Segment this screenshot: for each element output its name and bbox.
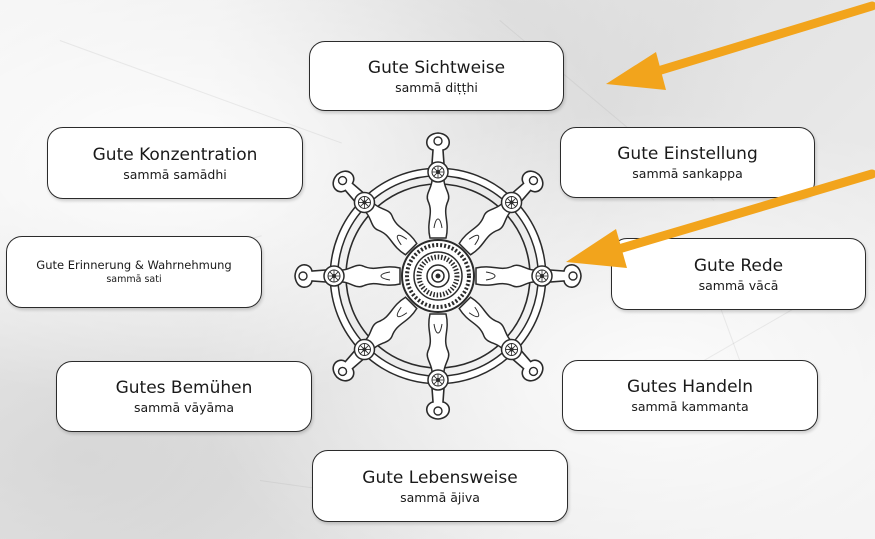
- path-title: Gute Rede: [693, 255, 784, 276]
- path-pali: sammā sati: [106, 274, 162, 285]
- path-pali: sammā diṭṭhi: [395, 79, 478, 95]
- path-box-mindfulness: Gute Erinnerung & Wahrnehmung sammā sati: [6, 236, 262, 308]
- dharma-wheel-icon: [294, 132, 582, 420]
- path-pali: sammā vāyāma: [133, 400, 235, 415]
- path-title: Gute Konzentration: [92, 144, 258, 165]
- path-pali: sammā kammanta: [631, 399, 749, 414]
- path-title: Gute Sichtweise: [367, 57, 506, 78]
- path-title: Gute Erinnerung & Wahrnehmung: [36, 258, 232, 272]
- path-pali: sammā ājiva: [400, 489, 480, 505]
- arrow-icon: [606, 1, 875, 90]
- path-pali: sammā vācā: [698, 277, 779, 293]
- path-box-effort: Gutes Bemühen sammā vāyāma: [56, 361, 312, 432]
- path-title: Gutes Bemühen: [115, 378, 253, 398]
- path-title: Gute Lebensweise: [362, 467, 518, 488]
- path-title: Gute Einstellung: [617, 144, 758, 164]
- path-title: Gutes Handeln: [626, 377, 754, 397]
- path-box-action: Gutes Handeln sammā kammanta: [562, 360, 818, 431]
- arrow-icon: [566, 169, 875, 268]
- path-box-livelihood: Gute Lebensweise sammā ājiva: [312, 450, 568, 522]
- path-pali: sammā sankappa: [632, 166, 743, 181]
- path-pali: sammā samādhi: [123, 166, 227, 182]
- path-box-speech: Gute Rede sammā vācā: [611, 238, 866, 310]
- path-box-intention: Gute Einstellung sammā sankappa: [560, 127, 815, 198]
- path-box-concentration: Gute Konzentration sammā samādhi: [47, 127, 303, 199]
- path-box-view: Gute Sichtweise sammā diṭṭhi: [309, 41, 564, 111]
